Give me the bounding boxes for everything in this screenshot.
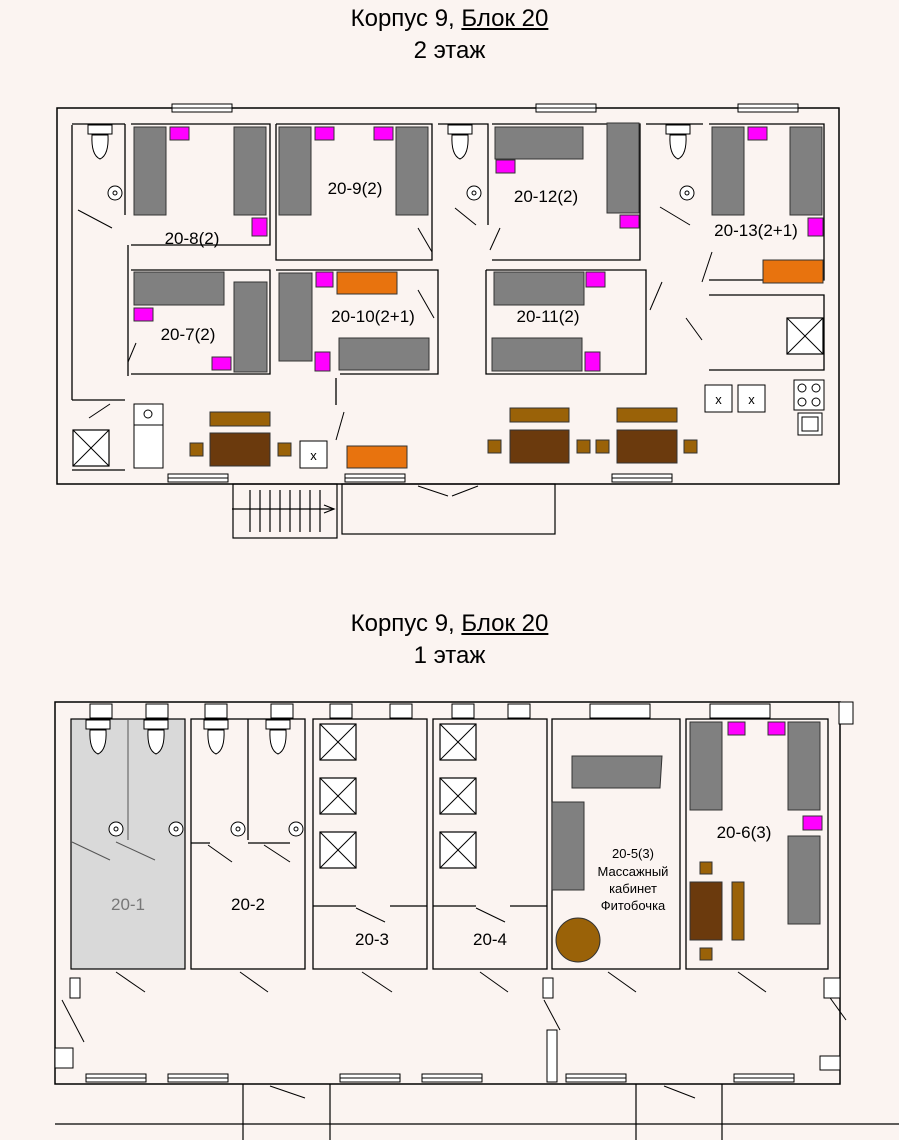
bed <box>278 126 312 216</box>
box-mark-label: x <box>310 448 317 463</box>
floor1-interior-walls <box>190 718 829 970</box>
floor2-window <box>737 103 799 113</box>
storage-box-icon <box>319 831 357 869</box>
floor2-title: Корпус 9, Блок 20 <box>0 5 899 33</box>
room-label-20-6: 20-6(3) <box>717 823 772 842</box>
toilet-icon <box>665 124 691 160</box>
floor2-nightstands <box>133 126 824 372</box>
bed <box>789 126 823 216</box>
floor1-window <box>421 1073 483 1083</box>
bed <box>606 122 640 214</box>
room-label-20-10: 20-10(2+1) <box>331 307 415 326</box>
room-label-20-5-line3: кабинет <box>609 881 657 896</box>
sink-icon <box>168 821 184 837</box>
floor2-common-furniture <box>189 407 698 467</box>
room-label-20-11: 20-11(2) <box>517 307 580 326</box>
box-mark-label: x <box>748 392 755 407</box>
floor2-subtitle: 2 этаж <box>413 37 486 64</box>
floor1-balconies <box>55 1084 899 1140</box>
floor1-window <box>733 1073 795 1083</box>
toilet-icon <box>87 124 113 160</box>
bed <box>133 126 167 216</box>
room-label-20-7: 20-7(2) <box>161 325 216 344</box>
stove-icon <box>793 379 825 411</box>
storage-box-icon <box>439 777 477 815</box>
room-label-20-4: 20-4 <box>473 930 507 949</box>
room-label-20-13: 20-13(2+1) <box>714 221 798 240</box>
room-label-20-8: 20-8(2) <box>165 229 220 248</box>
sink-icon <box>466 185 482 201</box>
floor1-outer-wall <box>54 701 841 1085</box>
room-label-20-5-line2: Массажный <box>598 864 669 879</box>
floor2-title-building: Корпус 9, <box>350 5 462 32</box>
floor2-window <box>535 103 597 113</box>
floor2-window <box>171 103 233 113</box>
toilet-icon <box>265 719 291 755</box>
appliance-box-icon <box>72 429 110 467</box>
room-label-20-5: 20-5(3) <box>612 846 654 861</box>
floor1-window <box>85 1073 147 1083</box>
bed <box>493 271 585 306</box>
sink-icon <box>288 821 304 837</box>
floor2-extra-beds <box>336 259 824 469</box>
floor1-window <box>339 1073 401 1083</box>
room-20-6-furniture <box>689 721 823 961</box>
storage-box-icon <box>439 723 477 761</box>
box-mark-label: x <box>715 392 722 407</box>
sink-icon <box>230 821 246 837</box>
storage-box-icon <box>319 723 357 761</box>
bed <box>491 337 583 372</box>
floor1-plan: 20-1 20-2 20-3 20-4 20-6(3) 20-5(3) Масс… <box>54 701 899 1140</box>
floor1-window <box>167 1073 229 1083</box>
bed <box>133 271 225 306</box>
room-label-20-9: 20-9(2) <box>328 179 383 198</box>
floor2-window <box>611 473 673 483</box>
storage-box-icon <box>319 777 357 815</box>
room-label-20-12: 20-12(2) <box>514 187 578 206</box>
floor1-title: Корпус 9, Блок 20 <box>0 610 899 638</box>
floor2-title-block: Блок 20 <box>461 5 549 32</box>
bed <box>711 126 745 216</box>
sink-icon <box>679 185 695 201</box>
floor1-wall-corner <box>838 701 854 725</box>
bed <box>278 272 313 362</box>
floor1-doors <box>61 844 847 1099</box>
floor2-doors <box>77 206 713 497</box>
bed <box>233 281 268 373</box>
appliance-box-icon <box>786 317 824 355</box>
floor2-window <box>344 473 406 483</box>
floor1-subtitle: 1 этаж <box>413 642 486 669</box>
floor2-staircase <box>232 483 556 539</box>
floor1-top-windows <box>89 703 771 719</box>
room-label-20-3: 20-3 <box>355 930 389 949</box>
bed <box>338 337 430 371</box>
floor2-window <box>167 473 229 483</box>
floor1-title-block: Блок 20 <box>461 610 549 637</box>
sink-icon <box>107 185 123 201</box>
floor1-window <box>565 1073 627 1083</box>
room-label-20-5-line4: Фитобочка <box>601 898 666 913</box>
floor2-interior-walls <box>71 123 825 471</box>
kitchen-sink-icon <box>797 412 823 436</box>
sink-icon <box>108 821 124 837</box>
toilet-icon <box>203 719 229 755</box>
room-label-20-1: 20-1 <box>111 895 145 914</box>
toilet-icon <box>447 124 473 160</box>
bed <box>233 126 267 216</box>
room-label-20-2: 20-2 <box>231 895 265 914</box>
floor2-beds <box>133 122 823 373</box>
storage-box-icon <box>439 831 477 869</box>
bed <box>494 126 584 160</box>
floor1-title-building: Корпус 9, <box>350 610 462 637</box>
floor1-corridor-posts <box>54 977 841 1083</box>
floor2-plan: x x x 20-8(2) 20-9(2) 20-12(2) 20-13(2+1… <box>56 103 840 539</box>
x-box-marks: x x x <box>299 384 766 469</box>
room-20-1-partitions <box>71 719 156 861</box>
bed <box>395 126 429 216</box>
fridge-icon <box>133 403 164 469</box>
room-20-5-furniture <box>551 755 663 963</box>
